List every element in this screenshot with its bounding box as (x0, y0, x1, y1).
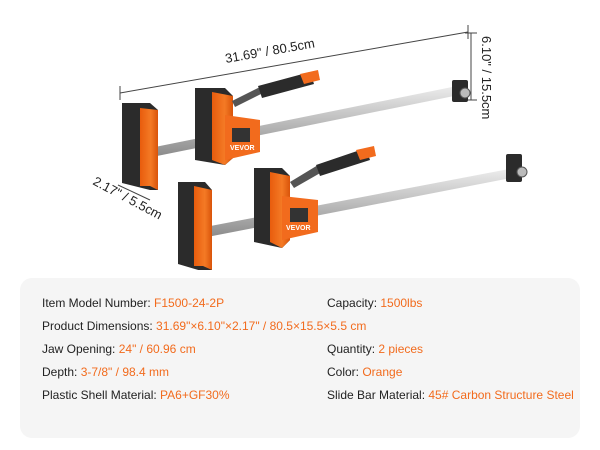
product-illustration: 31.69" / 80.5cm 6.10" / 15.5cm 2.17" / 5… (91, 25, 528, 270)
spec-quantity: Quantity: 2 pieces (327, 342, 424, 356)
end-stop (506, 154, 528, 182)
spec-model: Item Model Number: F1500-24-2P (42, 296, 225, 310)
movable-jaw: VEVOR (195, 88, 260, 165)
brand-logo: VEVOR (286, 225, 311, 232)
clamp-rear: VEVOR (122, 70, 471, 190)
fixed-jaw (178, 182, 212, 270)
spec-product-dimensions: Product Dimensions: 31.69"×6.10"×2.17" /… (42, 319, 367, 333)
spec-depth: Depth: 3-7/8" / 98.4 mm (42, 365, 169, 379)
spec-capacity: Capacity: 1500lbs (327, 296, 423, 310)
clamp-front: VEVOR (178, 146, 528, 270)
end-stop (452, 80, 471, 102)
spec-panel: Item Model Number: F1500-24-2P Capacity:… (20, 278, 580, 438)
height-dimension: 6.10" / 15.5cm (465, 32, 494, 119)
slide-bar (200, 168, 516, 238)
handle (290, 146, 376, 188)
height-label: 6.10" / 15.5cm (479, 36, 494, 119)
spec-slide-bar-material: Slide Bar Material: 45# Carbon Structure… (327, 388, 574, 402)
movable-jaw: VEVOR (254, 168, 318, 248)
fixed-jaw (122, 103, 158, 190)
spec-jaw-opening: Jaw Opening: 24" / 60.96 cm (42, 342, 196, 356)
brand-logo: VEVOR (230, 145, 255, 152)
spec-shell-material: Plastic Shell Material: PA6+GF30% (42, 388, 230, 402)
handle (232, 70, 320, 107)
spec-color: Color: Orange (327, 365, 403, 379)
